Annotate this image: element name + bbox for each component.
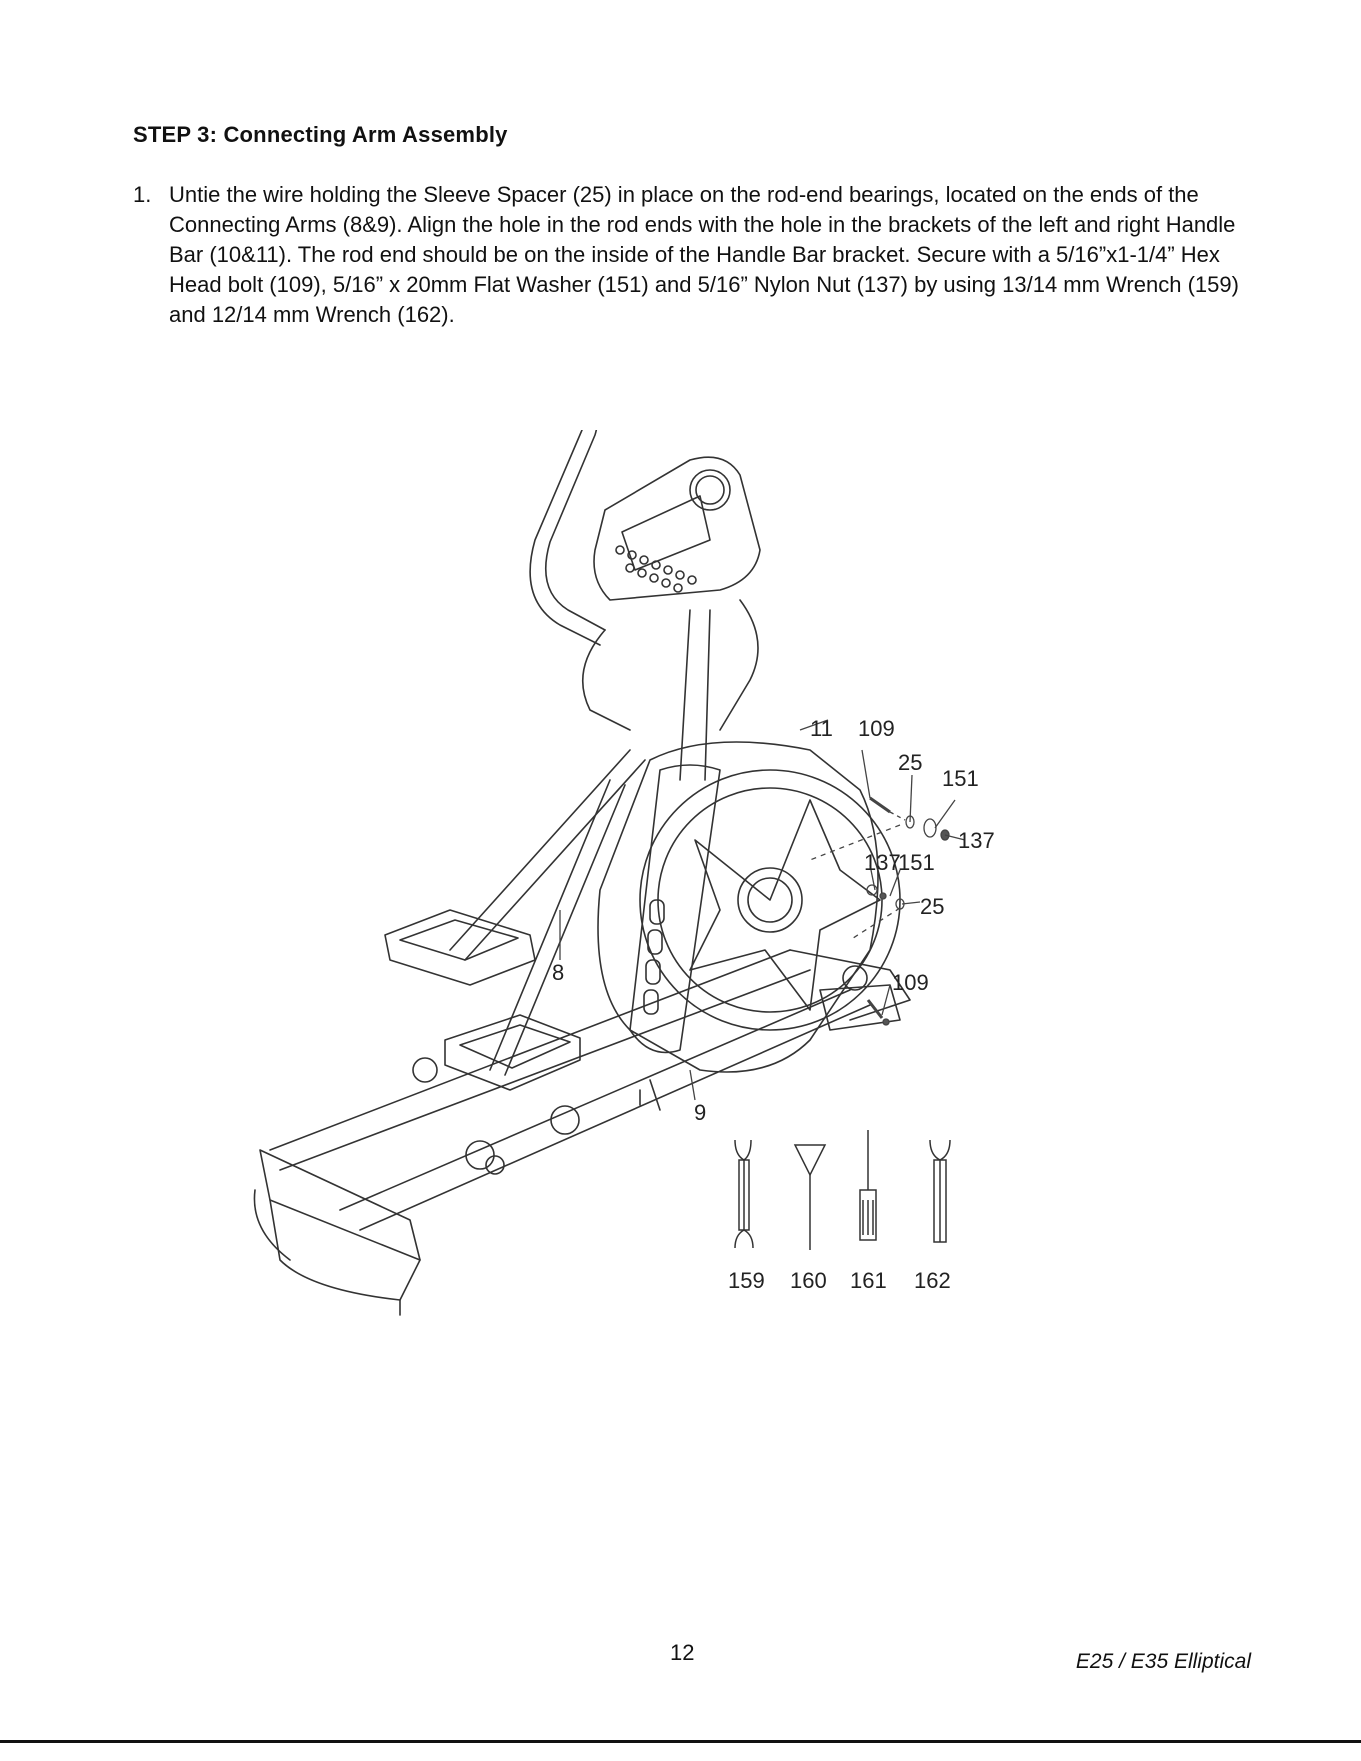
callout-25-lower: 25 [920,894,944,919]
bottom-rule [0,1740,1361,1743]
callout-137-lower: 137 [864,850,901,875]
elliptical-drawing: 11 109 25 151 137 137 151 25 8 109 9 [253,430,995,1316]
instruction-item: 1. Untie the wire holding the Sleeve Spa… [133,180,1263,330]
callout-109-lower: 109 [892,970,929,995]
hardware-parts [559,719,966,1101]
callout-151-lower: 151 [898,850,935,875]
machine-outline [253,430,911,1316]
tool-label-161: 161 [850,1268,887,1293]
model-name: E25 / E35 Elliptical [1075,1650,1251,1673]
callout-8: 8 [552,960,564,985]
callout-109: 109 [858,716,895,741]
callout-11: 11 [810,716,833,741]
console-buttons [615,545,697,593]
tool-label-159: 159 [728,1268,765,1293]
wrench-162-icon [929,1139,951,1243]
instruction-number: 1. [133,182,152,207]
tools-group [734,1130,951,1250]
callout-9: 9 [694,1100,706,1125]
step-heading: STEP 3: Connecting Arm Assembly [133,122,508,147]
callout-151: 151 [942,766,979,791]
tool-label-160: 160 [790,1268,827,1293]
wrench-159-icon [734,1139,754,1249]
instruction-text: Untie the wire holding the Sleeve Spacer… [169,182,1239,327]
tool-label-162: 162 [914,1268,951,1293]
instruction-list: 1. Untie the wire holding the Sleeve Spa… [133,180,1263,330]
key-160-icon [793,1144,827,1250]
callout-137: 137 [958,828,995,853]
page-number: 12 [670,1640,695,1665]
callout-25: 25 [898,750,922,775]
assembly-diagram: 11 109 25 151 137 137 151 25 8 109 9 [250,430,1130,1470]
screwdriver-161-icon [859,1130,877,1241]
